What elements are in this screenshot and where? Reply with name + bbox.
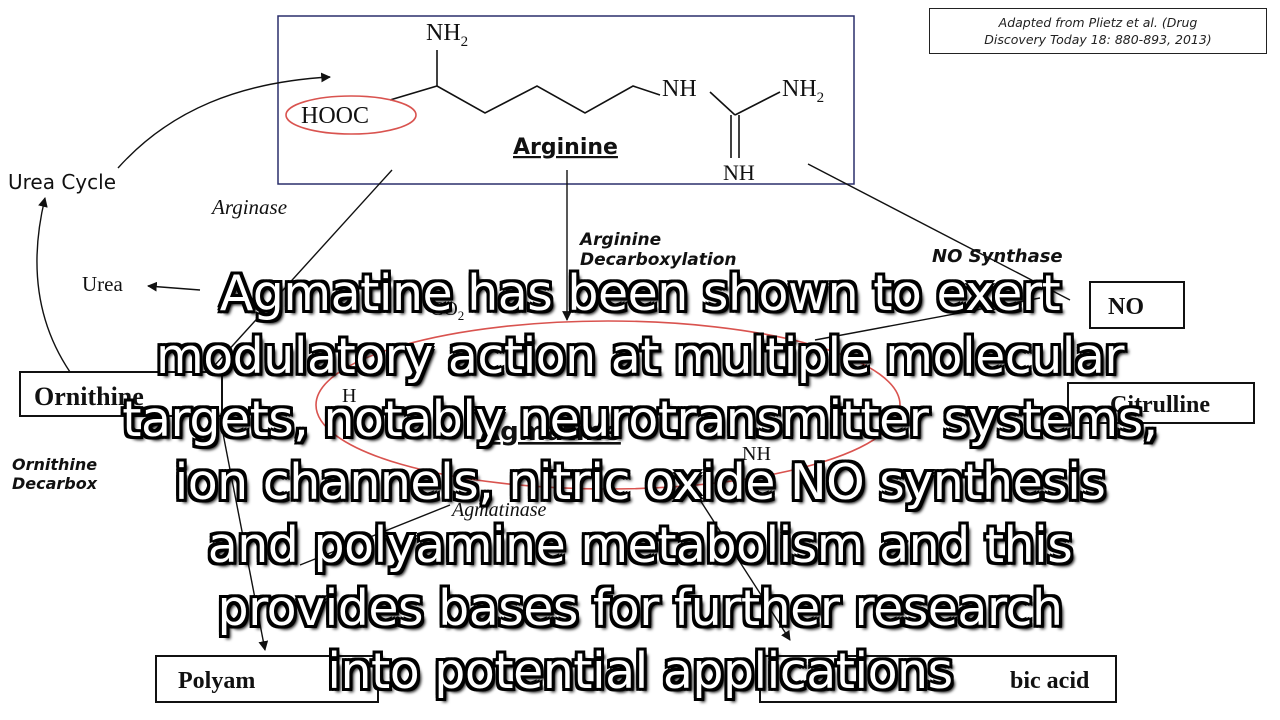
- no-synthase-arrow: [807, 163, 1071, 301]
- arginine-nh-mid: NH: [662, 76, 697, 102]
- urea-cycle-label: Urea Cycle: [8, 170, 116, 194]
- arginine-structure-box: [277, 15, 855, 185]
- urea-cycle-arrow-top: [117, 72, 331, 169]
- ornithine-box: [19, 371, 223, 417]
- arginine-nh2-top: NH2: [426, 20, 468, 50]
- caption-line: ion channels, nitric oxide NO synthesis: [174, 454, 1106, 511]
- citation-line-1: Adapted from Plietz et al. (Drug: [998, 15, 1198, 30]
- aldehyde-fragment: de: [892, 532, 909, 552]
- arginine-nh2-right: NH2: [782, 76, 824, 106]
- agmatine-h2n: H: [342, 385, 356, 407]
- caption-overlay: Agmatine has been shown to exert modulat…: [20, 262, 1260, 703]
- citrulline-label: Citrulline: [1110, 392, 1210, 418]
- polyamines-box: [155, 655, 379, 703]
- no-synthase-label: NO Synthase: [932, 246, 1063, 267]
- arginine-nh-bottom: NH: [723, 160, 755, 185]
- agmatinase-label: Agmatinase: [450, 499, 547, 521]
- ornithine-decarboxylase-label-2: Decarbox: [12, 474, 98, 493]
- arginine-skeleton: [389, 50, 781, 158]
- citrulline-box: [1067, 382, 1255, 424]
- decarboxylation-label-2: Decarboxylation: [580, 250, 737, 270]
- caption-line: and polyamine metabolism and this: [207, 517, 1073, 574]
- no-synthase-arrow-2: [814, 297, 1041, 341]
- ornithine-decarboxylase-arrow: [219, 417, 269, 651]
- urea-label: Urea: [82, 272, 123, 296]
- caption-line: into potential applications: [327, 643, 953, 700]
- urea-arrow: [147, 281, 201, 292]
- caption-line: modulatory action at multiple molecular: [155, 328, 1125, 385]
- acid-box: [759, 655, 1117, 703]
- carboxyl-highlight-ellipse: [285, 95, 417, 135]
- no-label: NO: [1108, 294, 1144, 320]
- arginine-hooc: HOOC: [301, 103, 369, 129]
- polyamines-label: Polyam: [178, 668, 255, 694]
- caption-line: provides bases for further research: [217, 580, 1063, 637]
- acid-label: bic acid: [1010, 668, 1090, 694]
- urea-cycle-arrow-left: [36, 197, 71, 373]
- no-box: [1089, 281, 1185, 329]
- agmatine-highlight-ellipse: [315, 320, 901, 490]
- arginase-label: Arginase: [210, 195, 287, 219]
- agmatine-nh: NH: [742, 443, 771, 465]
- citation-line-2: Discovery Today 18: 880-893, 2013): [984, 32, 1212, 47]
- ornithine-decarboxylase-label-1: Ornithine: [12, 455, 97, 474]
- caption-line: targets, notably neurotransmitter system…: [122, 391, 1158, 448]
- agmatine-oxidation-arrow: [699, 499, 791, 641]
- co2-label: CO2: [430, 298, 464, 323]
- agmatinase-arrow: [299, 504, 451, 566]
- caption-line: Agmatine has been shown to exert: [219, 265, 1061, 322]
- agmatine-label: Agmatine: [480, 417, 621, 447]
- citation-box: Adapted from Plietz et al. (Drug Discove…: [929, 8, 1267, 54]
- ornithine-label: Ornithine: [34, 382, 144, 411]
- arginase-arrow: [214, 169, 393, 366]
- putrescine-fragment: ls: [262, 543, 276, 565]
- decarboxylation-label-1: Arginine: [578, 230, 661, 250]
- arginine-title: Arginine: [513, 135, 618, 160]
